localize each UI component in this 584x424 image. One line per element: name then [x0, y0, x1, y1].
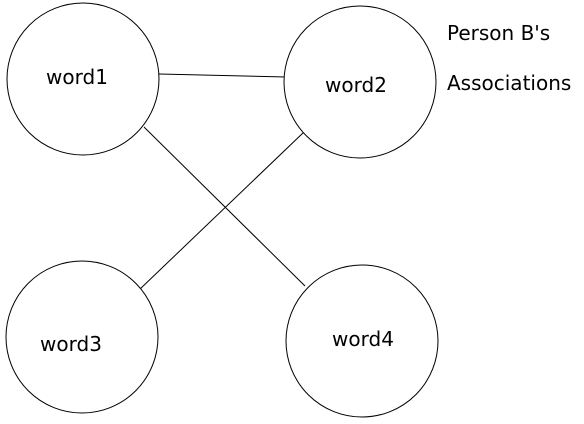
node-word3-label: word3 [40, 332, 102, 356]
node-word1-label: word1 [46, 65, 108, 89]
node-word1-circle [6, 2, 160, 156]
node-word3-circle [5, 260, 159, 414]
node-word1: word1 [6, 2, 160, 156]
node-word2-label: word2 [325, 73, 387, 97]
node-word2: word2 [283, 5, 437, 159]
edge-word1-word2 [158, 73, 287, 78]
edge-word1-word4 [143, 126, 306, 287]
node-word4-circle [285, 264, 439, 418]
title-line-1: Person B's [447, 21, 550, 45]
node-word2-circle [283, 5, 437, 159]
node-word4: word4 [285, 264, 439, 418]
node-word4-label: word4 [332, 327, 394, 351]
edge-word2-word3 [138, 131, 305, 291]
title-line-2: Associations [447, 71, 571, 95]
node-word3: word3 [5, 260, 159, 414]
